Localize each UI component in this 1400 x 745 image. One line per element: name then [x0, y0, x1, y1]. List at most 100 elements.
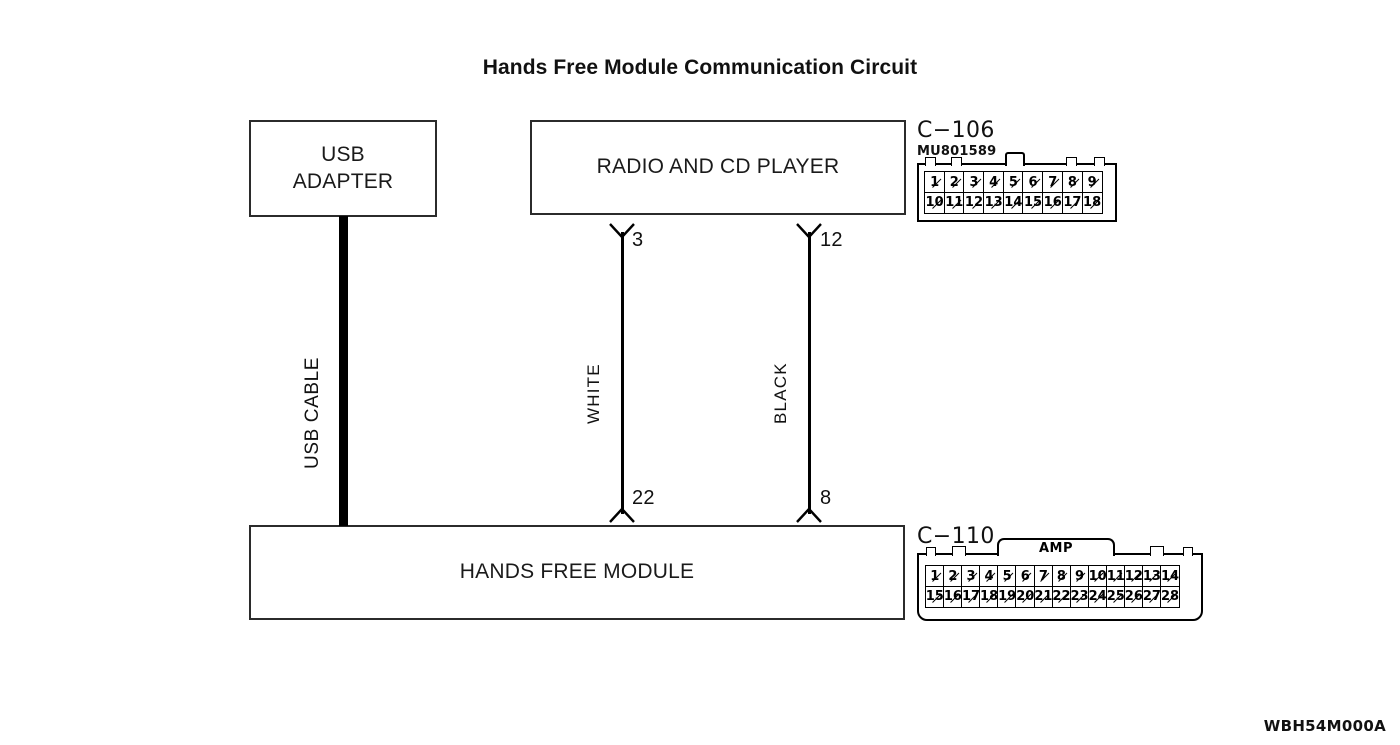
connector-pin-number: 13 [984, 195, 1003, 210]
connector-part-number-c-106: MU801589 [917, 144, 997, 159]
connector-pin-number: 21 [1034, 589, 1053, 604]
connector-lock-icon [1005, 152, 1025, 166]
connector-pin-cell: 2 [943, 565, 963, 587]
connector-name-c-106: C−106 [917, 118, 995, 143]
connector-tab-icon [1094, 157, 1105, 166]
connector-pin-cell: 20 [1015, 585, 1036, 608]
connector-pin-number: 11 [945, 195, 964, 210]
page-title: Hands Free Module Communication Circuit [482, 56, 918, 79]
connector-pin-number: 25 [1106, 589, 1125, 604]
connector-pin-number: 27 [1142, 589, 1161, 604]
connector-pin-number: 11 [1106, 568, 1125, 584]
terminal-radio-pin-12 [794, 222, 824, 242]
document-reference-code: WBH54M000A [1263, 717, 1386, 735]
wire-label-white: WHITE [584, 363, 603, 424]
pin-number-hands-free-8: 8 [820, 487, 832, 509]
connector-pin-cell: 18 [979, 585, 999, 608]
connector-pin-cell: 6 [1022, 171, 1044, 193]
connector-pin-cell: 11 [1105, 565, 1126, 587]
pin-number-radio-12: 12 [820, 229, 843, 251]
connector-pin-cell: 2 [943, 171, 965, 193]
connector-pin-cell: 13 [983, 191, 1005, 214]
connector-pin-number: 9 [1075, 568, 1085, 584]
connector-pin-number: 18 [980, 589, 999, 604]
connector-pin-cell: 28 [1160, 585, 1180, 608]
connector-pin-cell: 12 [963, 191, 985, 214]
connector-tab-icon [925, 157, 936, 166]
pin-number-hands-free-22: 22 [632, 487, 655, 509]
connector-pin-cell: 7 [1033, 565, 1054, 587]
connector-pin-number: 15 [1023, 195, 1043, 210]
connector-pin-cell: 24 [1087, 585, 1108, 608]
connector-pin-number: 15 [925, 589, 944, 604]
wire-label-usb-cable: USB CABLE [302, 356, 323, 469]
connector-pin-number: 4 [984, 568, 994, 584]
connector-pin-number: 3 [969, 174, 979, 190]
component-box-hands-free-module: HANDS FREE MODULE [249, 525, 905, 620]
connector-pin-cell: 13 [1142, 565, 1162, 587]
connector-name-c-110: C−110 [917, 524, 995, 549]
connector-pin-number: 14 [1004, 195, 1023, 210]
connector-tab-icon [1066, 157, 1077, 166]
pin-number-radio-3: 3 [632, 229, 644, 251]
connector-pin-number: 14 [1160, 568, 1180, 584]
component-label-radio-and-cd-player: RADIO AND CD PLAYER [596, 155, 840, 179]
connector-pin-cell: 15 [1022, 191, 1044, 214]
connector-pin-cell: 14 [1002, 191, 1024, 214]
component-box-usb-adapter: USB ADAPTER [249, 120, 437, 217]
connector-pin-cell: 16 [1042, 191, 1064, 214]
connector-pin-cell: 23 [1069, 585, 1090, 608]
wire-usb-cable [339, 216, 348, 526]
connector-pin-number: 17 [961, 589, 981, 604]
connector-pin-number: 19 [998, 589, 1017, 604]
connector-pin-number: 23 [1070, 589, 1089, 604]
connector-pin-number: 2 [948, 568, 958, 584]
connector-pin-cell: 5 [997, 565, 1017, 587]
connector-pin-number: 5 [1002, 568, 1012, 584]
connector-pin-cell: 15 [925, 585, 945, 608]
connector-pin-cell: 7 [1042, 171, 1064, 193]
connector-pin-cell: 9 [1069, 565, 1090, 587]
connector-tab-icon [1183, 547, 1193, 556]
connector-pin-number: 7 [1048, 174, 1058, 190]
connector-pin-number: 12 [964, 195, 984, 210]
wire-label-black: BLACK [771, 362, 790, 424]
connector-pin-number: 6 [1020, 568, 1030, 584]
connector-pin-number: 12 [1124, 568, 1143, 584]
connector-pin-cell: 6 [1015, 565, 1036, 587]
connector-pin-cell: 14 [1160, 565, 1180, 587]
connector-tab-icon [951, 157, 962, 166]
connector-pin-cell: 5 [1002, 171, 1024, 193]
connector-tab-icon [952, 546, 966, 556]
connector-pin-number: 28 [1160, 589, 1180, 604]
connector-pin-number: 24 [1088, 589, 1107, 604]
connector-pin-cell: 27 [1142, 585, 1162, 608]
connector-pin-cell: 11 [943, 191, 965, 214]
connector-amp-label: AMP [1038, 541, 1074, 556]
component-label-usb-adapter: USB ADAPTER [292, 142, 394, 193]
connector-pin-cell: 12 [1124, 565, 1144, 587]
connector-pin-number: 3 [966, 568, 976, 584]
connector-pin-number: 10 [1088, 568, 1107, 584]
connector-pin-cell: 4 [983, 171, 1005, 193]
connector-pin-cell: 17 [1061, 191, 1083, 214]
connector-pin-number: 5 [1008, 174, 1018, 190]
connector-pin-cell: 3 [963, 171, 985, 193]
connector-pin-number: 16 [943, 589, 962, 604]
connector-pin-cell: 22 [1051, 585, 1072, 608]
connector-pin-number: 8 [1067, 174, 1077, 190]
connector-pin-number: 2 [949, 174, 959, 190]
connector-pin-number: 26 [1124, 589, 1143, 604]
connector-pin-number: 4 [989, 174, 999, 190]
connector-pin-cell: 10 [924, 191, 946, 214]
connector-pin-cell: 25 [1105, 585, 1126, 608]
connector-pin-number: 22 [1052, 589, 1071, 604]
connector-pin-cell: 21 [1033, 585, 1054, 608]
